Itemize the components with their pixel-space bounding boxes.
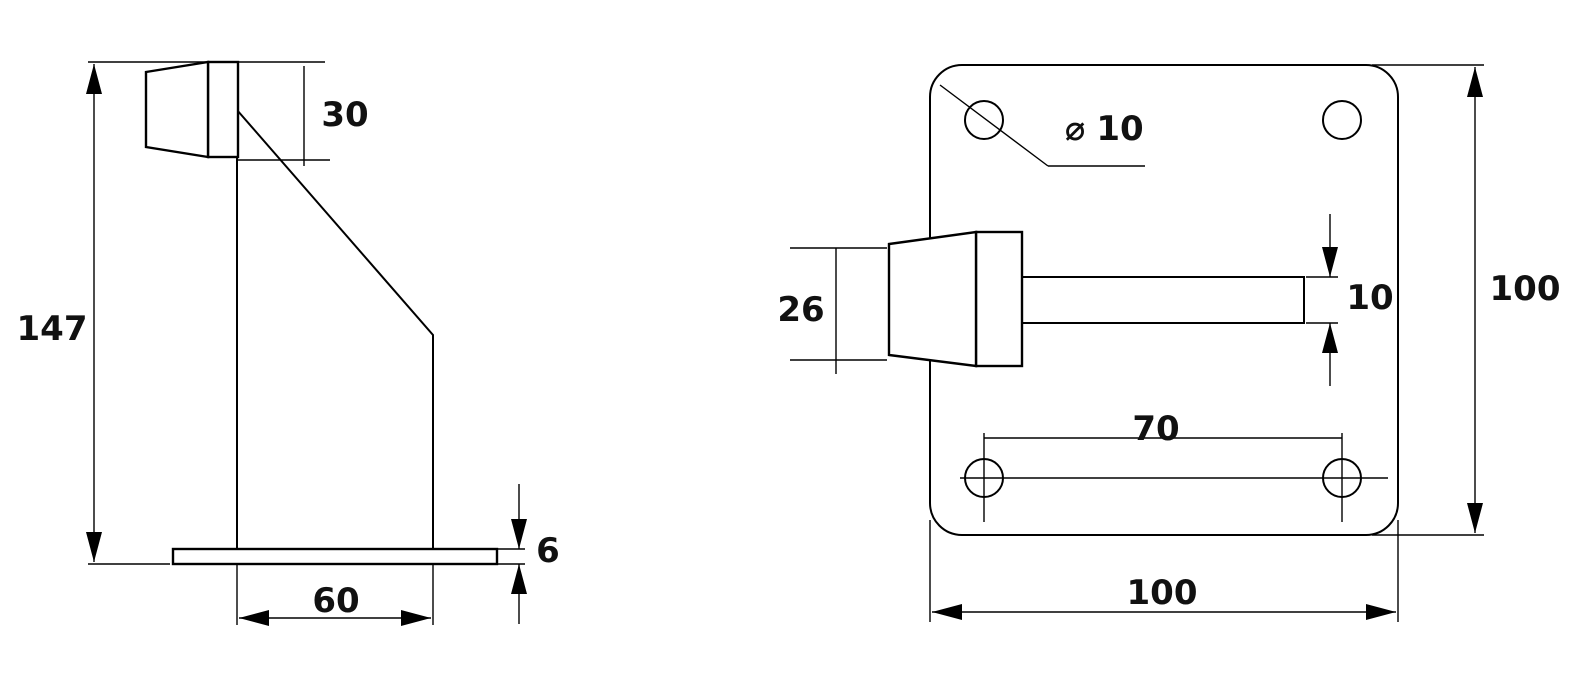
side-view: 147 30 60 6 xyxy=(17,60,560,626)
bumper-cone xyxy=(144,60,210,159)
mounting-hole-top-right xyxy=(1322,100,1362,140)
height-dimension: 147 xyxy=(17,61,210,565)
bumper-block xyxy=(206,60,240,159)
hole-spacing-dimension: 70 xyxy=(960,409,1388,522)
bumper-height-dimension: 30 xyxy=(238,61,369,166)
rod-diameter-dimension: 10 xyxy=(1306,214,1394,386)
mounting-hole-top-left xyxy=(964,100,1004,140)
plate-width-dimension: 100 xyxy=(929,520,1399,622)
hole-spacing-label: 70 xyxy=(1132,409,1179,449)
base-width-label: 60 xyxy=(312,581,359,621)
diameter-symbol: ⌀ xyxy=(1065,109,1085,149)
plate-thickness-dimension: 6 xyxy=(498,484,560,624)
height-label: 147 xyxy=(17,309,88,349)
base-width-dimension: 60 xyxy=(236,564,434,626)
front-bumper-block xyxy=(974,230,1024,368)
plate-height-dimension: 100 xyxy=(1372,64,1561,536)
hole-diameter-callout: ⌀ 10 xyxy=(939,84,1145,167)
plate-height-label: 100 xyxy=(1490,269,1561,309)
base-plate xyxy=(171,547,499,566)
rod-diameter-label: 10 xyxy=(1346,278,1393,318)
bumper-diameter-label: 26 xyxy=(777,290,824,330)
bumper-diameter-dimension: 26 xyxy=(777,247,887,374)
plate-width-label: 100 xyxy=(1127,573,1198,613)
front-bumper-cone xyxy=(887,230,978,368)
bracket-outline xyxy=(236,62,434,549)
stopper-rod xyxy=(1021,276,1305,324)
plate-thickness-label: 6 xyxy=(536,531,560,571)
front-view: ⌀ 10 26 10 70 xyxy=(777,64,1561,622)
hole-diameter-label: 10 xyxy=(1096,109,1143,149)
bumper-height-label: 30 xyxy=(321,95,368,135)
